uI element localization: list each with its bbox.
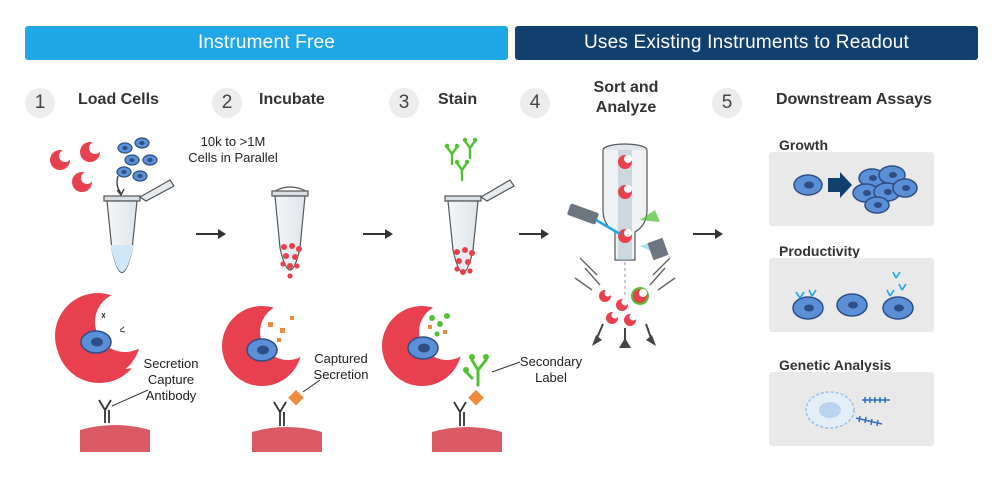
step-4-title: Sort and Analyze — [580, 78, 672, 118]
step-2-number: 2 — [212, 88, 242, 118]
secretion-capture-antibody-label: Secretion Capture Antibody — [132, 356, 210, 404]
step-2-title: Incubate — [259, 91, 325, 108]
load-arrow-icon — [116, 175, 122, 194]
cells-count-label: 10k to >1M Cells in Parallel — [178, 134, 288, 166]
sl-line2: Label — [535, 370, 567, 385]
step-5-title: Downstream Assays — [776, 91, 932, 108]
flow-sorter-icon — [567, 143, 676, 348]
step-3-title: Stain — [438, 91, 478, 108]
sca-line1: Secretion — [143, 356, 199, 371]
productivity-cells-icon — [792, 271, 914, 320]
cs-line2: Secretion — [313, 367, 369, 382]
tube-3-icon — [444, 179, 515, 275]
surface-1-icon — [80, 389, 150, 452]
step-4-title-line1: Sort and — [593, 79, 659, 96]
bead-cell-1-icon — [55, 292, 155, 384]
captured-secretion-label: Captured Secretion — [302, 351, 380, 383]
cells-count-line1: 10k to >1M — [200, 134, 266, 149]
sca-line2: Capture — [147, 372, 195, 387]
bead-cell-2-icon — [222, 304, 316, 386]
tube-2-icon — [271, 186, 309, 279]
secondary-antibodies-icon — [443, 136, 479, 182]
surface-3-icon — [432, 354, 521, 452]
step-4-number: 4 — [520, 88, 550, 118]
sca-line3: Antibody — [145, 388, 197, 403]
existing-instruments-banner: Uses Existing Instruments to Readout — [515, 26, 978, 60]
step-1-number: 1 — [25, 88, 55, 118]
surface-2-icon — [252, 379, 322, 452]
genetic-analysis-icon — [805, 391, 890, 429]
cells-icon — [116, 137, 158, 182]
cs-line1: Captured — [314, 351, 368, 366]
tube-1-icon — [103, 179, 175, 273]
assay-growth-title: Growth — [779, 137, 828, 153]
sl-line1: Secondary — [519, 354, 583, 369]
step-3-number: 3 — [389, 88, 419, 118]
step-4-title-line2: Analyze — [595, 99, 657, 116]
cells-count-line2: Cells in Parallel — [188, 150, 278, 165]
assay-productivity-title: Productivity — [779, 243, 860, 259]
bead-cell-3-icon — [382, 304, 475, 386]
instrument-free-banner: Instrument Free — [25, 26, 508, 60]
growth-cells-icon — [793, 165, 918, 214]
step-5-number: 5 — [712, 88, 742, 118]
microparticles-icon — [50, 142, 101, 192]
secondary-label-label: Secondary Label — [510, 354, 592, 386]
step-1-title: Load Cells — [78, 91, 159, 108]
assay-genetic-title: Genetic Analysis — [779, 357, 892, 373]
step-arrows — [196, 229, 723, 239]
